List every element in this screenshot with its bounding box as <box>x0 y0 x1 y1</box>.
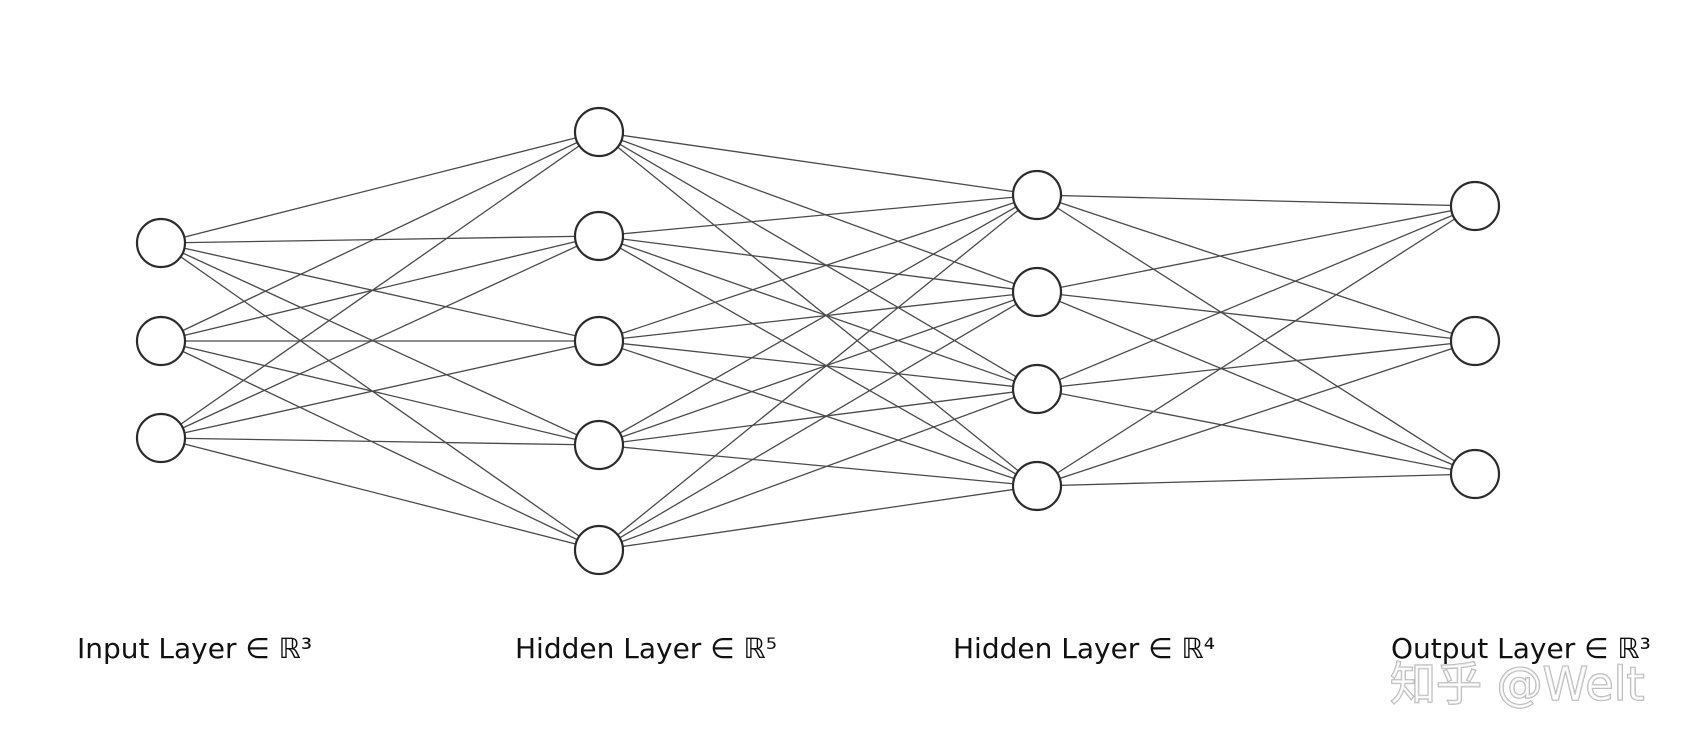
edge-l2-n4-to-l3-n1 <box>598 194 1038 446</box>
edge-l3-n3-to-l4-n2 <box>1036 340 1476 390</box>
edge-l2-n2-to-l3-n4 <box>598 235 1038 487</box>
neuron-layer3-1 <box>1011 169 1063 221</box>
edge-l1-n2-to-l2-n4 <box>160 340 600 446</box>
neuron-layer4-1 <box>1449 180 1501 232</box>
edge-l2-n4-to-l3-n3 <box>598 388 1038 446</box>
edge-l2-n1-to-l3-n2 <box>598 131 1038 293</box>
hidden-layer-1-label: Hidden Layer ∈ ℝ⁵ <box>515 632 777 665</box>
edge-l3-n4-to-l4-n3 <box>1036 473 1476 487</box>
edge-l1-n3-to-l2-n4 <box>160 437 600 446</box>
edge-l3-n4-to-l4-n1 <box>1036 205 1476 487</box>
edge-l2-n2-to-l3-n1 <box>598 194 1038 237</box>
edge-l2-n1-to-l3-n3 <box>598 131 1038 390</box>
connections-group <box>160 131 1476 551</box>
zhihu-watermark: 知乎 @Welt <box>1390 657 1645 711</box>
edge-l1-n3-to-l2-n2 <box>160 235 600 439</box>
edge-l2-n4-to-l3-n2 <box>598 291 1038 446</box>
edge-l1-n3-to-l2-n3 <box>160 340 600 439</box>
edge-l2-n5-to-l3-n1 <box>598 194 1038 551</box>
edge-l1-n1-to-l2-n3 <box>160 242 600 342</box>
hidden-layer-2-label: Hidden Layer ∈ ℝ⁴ <box>953 632 1215 665</box>
edge-l3-n3-to-l4-n3 <box>1036 388 1476 475</box>
edge-l3-n1-to-l4-n3 <box>1036 194 1476 475</box>
neuron-layer1-1 <box>135 217 187 269</box>
edge-l2-n1-to-l3-n1 <box>598 131 1038 196</box>
edge-l1-n2-to-l2-n2 <box>160 235 600 342</box>
edge-l3-n2-to-l4-n1 <box>1036 205 1476 293</box>
edge-l1-n2-to-l2-n5 <box>160 340 600 551</box>
neuron-layer2-1 <box>573 106 625 158</box>
edge-l1-n1-to-l2-n4 <box>160 242 600 446</box>
neuron-layer2-2 <box>573 210 625 262</box>
neuron-layer2-5 <box>573 524 625 576</box>
edge-l2-n5-to-l3-n4 <box>598 485 1038 551</box>
neuron-layer3-2 <box>1011 266 1063 318</box>
edge-l2-n3-to-l3-n3 <box>598 340 1038 390</box>
edge-l1-n2-to-l2-n1 <box>160 131 600 342</box>
neuron-layer3-4 <box>1011 460 1063 512</box>
edge-l2-n2-to-l3-n3 <box>598 235 1038 390</box>
edge-l2-n5-to-l3-n3 <box>598 388 1038 551</box>
neuron-layer2-4 <box>573 419 625 471</box>
edge-l2-n2-to-l3-n2 <box>598 235 1038 293</box>
neuron-layer1-3 <box>135 412 187 464</box>
edge-l1-n1-to-l2-n2 <box>160 235 600 244</box>
edge-l3-n1-to-l4-n1 <box>1036 194 1476 207</box>
neuron-layer3-3 <box>1011 363 1063 415</box>
edge-l2-n3-to-l3-n2 <box>598 291 1038 342</box>
neurons-group <box>135 106 1501 576</box>
neuron-layer1-2 <box>135 315 187 367</box>
neuron-layer4-2 <box>1449 315 1501 367</box>
output-layer-label: Output Layer ∈ ℝ³ <box>1391 632 1651 665</box>
edge-l1-n1-to-l2-n1 <box>160 131 600 244</box>
edge-l2-n1-to-l3-n4 <box>598 131 1038 487</box>
edge-l1-n1-to-l2-n5 <box>160 242 600 551</box>
edge-l3-n2-to-l4-n3 <box>1036 291 1476 475</box>
edge-l2-n5-to-l3-n2 <box>598 291 1038 551</box>
neuron-layer4-3 <box>1449 448 1501 500</box>
edge-l2-n3-to-l3-n1 <box>598 194 1038 342</box>
layer-labels-group: Input Layer ∈ ℝ³ Hidden Layer ∈ ℝ⁵ Hidde… <box>77 632 1651 665</box>
edge-l1-n3-to-l2-n1 <box>160 131 600 439</box>
edge-l3-n2-to-l4-n2 <box>1036 291 1476 342</box>
edge-l1-n3-to-l2-n5 <box>160 437 600 551</box>
edge-l2-n3-to-l3-n4 <box>598 340 1038 487</box>
edge-l3-n3-to-l4-n1 <box>1036 205 1476 390</box>
input-layer-label: Input Layer ∈ ℝ³ <box>77 632 312 665</box>
edge-l2-n4-to-l3-n4 <box>598 444 1038 487</box>
edge-l3-n1-to-l4-n2 <box>1036 194 1476 342</box>
neuron-layer2-3 <box>573 315 625 367</box>
edge-l3-n4-to-l4-n2 <box>1036 340 1476 487</box>
